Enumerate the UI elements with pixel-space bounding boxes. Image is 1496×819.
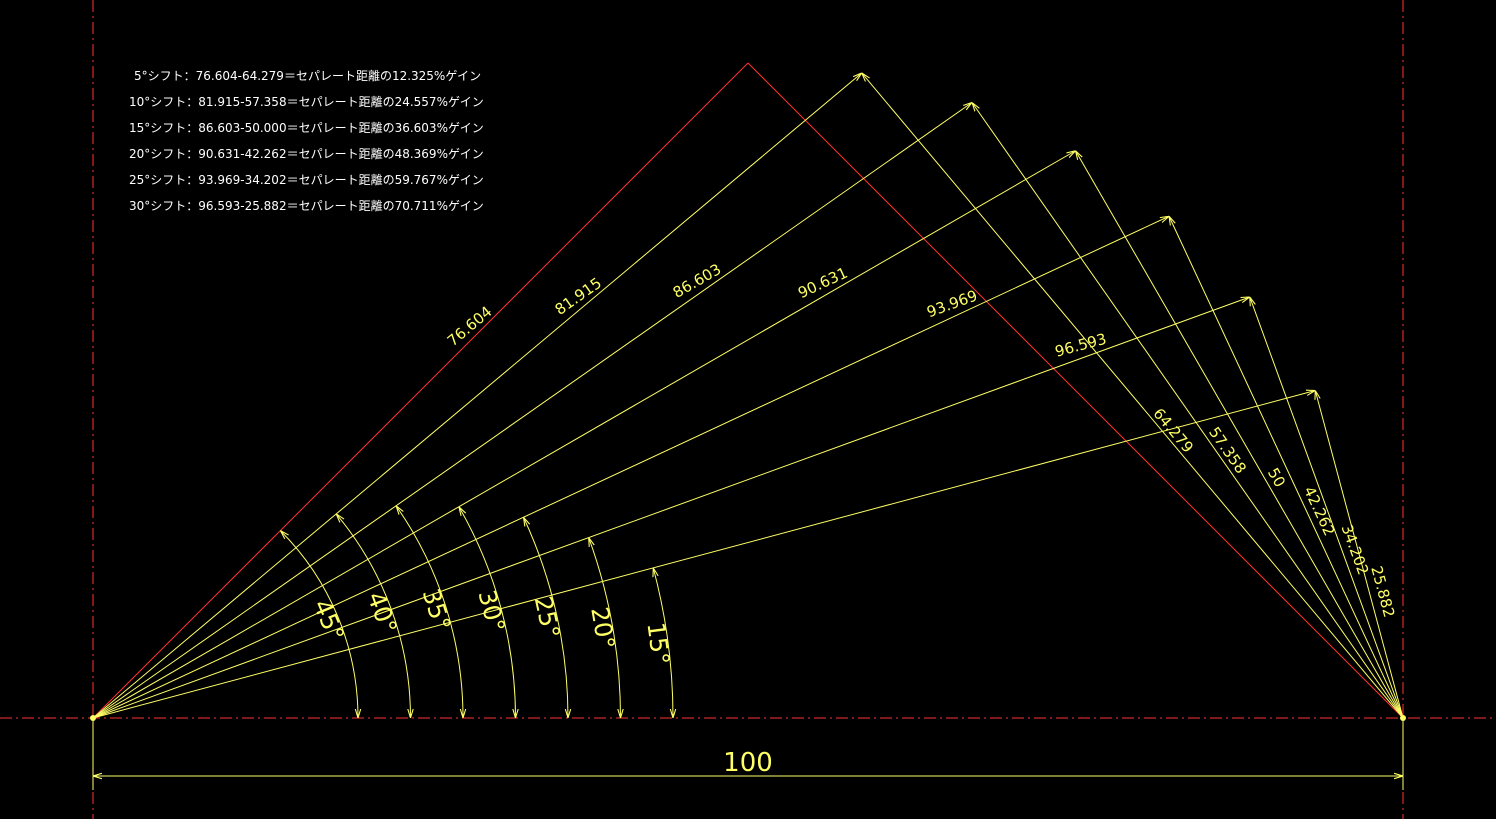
ray-right-leg	[1169, 216, 1404, 719]
ray-left-leg	[92, 151, 1076, 719]
right-leg-length-label: 64.279	[1149, 405, 1197, 457]
left-leg-length-label: 81.915	[552, 274, 605, 319]
right-leg-length-label: 57.358	[1205, 424, 1250, 477]
note-line: 15°シフト：86.603-50.000＝セパレート距離の36.603%ゲイン	[129, 121, 484, 135]
left-leg-length-label: 93.969	[924, 286, 979, 321]
angle-label: 15°	[641, 621, 674, 667]
ray-right-leg	[747, 62, 1404, 719]
ray-right-leg	[1315, 391, 1404, 719]
right-leg-length-label: 42.262	[1300, 484, 1339, 539]
note-line: 20°シフト：90.631-42.262＝セパレート距離の48.369%ゲイン	[129, 147, 484, 161]
ray-left-leg	[92, 391, 1315, 719]
ray-right-leg	[862, 73, 1404, 719]
ray-right-leg	[972, 103, 1404, 719]
angle-arc	[653, 568, 673, 718]
right-leg-length-label: 25.882	[1367, 564, 1398, 619]
note-line: 10°シフト：81.915-57.358＝セパレート距離の24.557%ゲイン	[129, 95, 484, 109]
left-leg-length-label: 76.604	[444, 303, 496, 351]
dimension-labels: 76.60481.91564.27986.60357.35890.6315093…	[444, 260, 1398, 619]
reference-triangle	[92, 62, 1404, 719]
right-leg-length-label: 50	[1264, 465, 1289, 491]
ray-lines	[92, 73, 1404, 719]
angle-arc	[459, 507, 516, 718]
angle-label: 35°	[417, 585, 456, 634]
ray-left-leg	[92, 73, 862, 719]
ray-right-leg	[1076, 151, 1404, 719]
angle-arc	[523, 517, 568, 718]
ray-left-leg	[92, 103, 972, 719]
calculation-notes: 5°シフト：76.604-64.279＝セパレート距離の12.325%ゲイン 1…	[129, 63, 484, 219]
ray-right-leg	[1250, 297, 1404, 719]
angle-label: 25°	[529, 594, 566, 642]
note-line: 30°シフト：96.593-25.882＝セパレート距離の70.711%ゲイン	[129, 199, 484, 213]
angle-arc	[589, 538, 621, 718]
right-pivot-point	[1400, 715, 1406, 721]
base-length-label: 100	[723, 748, 773, 778]
base-dimension: 100	[90, 715, 1406, 790]
left-pivot-point	[90, 715, 96, 721]
ray-left-leg	[92, 216, 1169, 719]
note-line: 25°シフト：93.969-34.202＝セパレート距離の59.767%ゲイン	[129, 173, 484, 187]
right-leg-length-label: 34.202	[1337, 522, 1372, 577]
angle-label: 20°	[585, 605, 620, 652]
note-line: 5°シフト：76.604-64.279＝セパレート距離の12.325%ゲイン	[134, 69, 482, 83]
angle-dimension-arcs: 45°40°35°30°25°20°15°	[280, 506, 674, 718]
ray-left-leg	[92, 62, 749, 719]
angle-label: 30°	[472, 587, 510, 635]
angle-label: 40°	[362, 588, 403, 638]
